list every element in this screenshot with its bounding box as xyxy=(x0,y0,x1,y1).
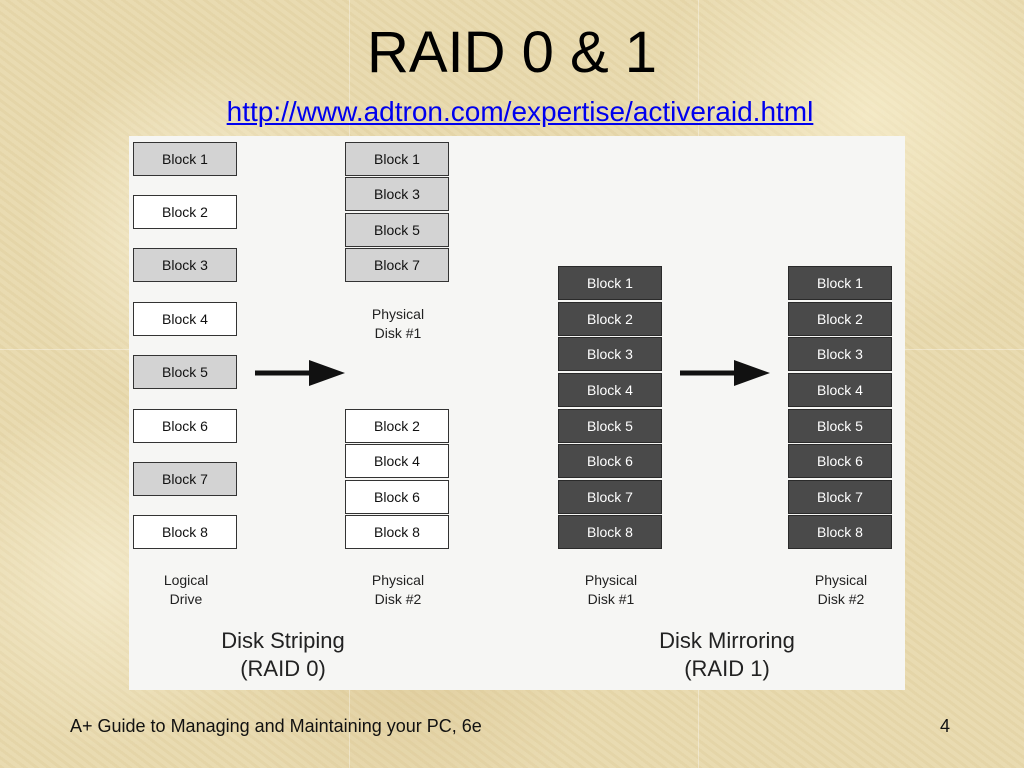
logical-block: Block 1 xyxy=(133,142,237,176)
logical-block: Block 7 xyxy=(133,462,237,496)
mirror-block: Block 5 xyxy=(558,409,662,443)
caption-line: Disk #1 xyxy=(587,591,635,607)
disk-block: Block 7 xyxy=(345,248,449,282)
logical-block: Block 4 xyxy=(133,302,237,336)
mirror-block: Block 4 xyxy=(558,373,662,407)
disk-caption: Physical Disk #2 xyxy=(338,571,458,609)
caption-line: Physical xyxy=(814,572,868,588)
raid1-label-line: (RAID 1) xyxy=(684,656,770,681)
logical-block: Block 6 xyxy=(133,409,237,443)
mirror-block: Block 8 xyxy=(788,515,892,549)
caption-line: Drive xyxy=(169,591,203,607)
disk-block: Block 8 xyxy=(345,515,449,549)
caption-line: Logical xyxy=(163,572,209,588)
disk-block: Block 2 xyxy=(345,409,449,443)
mirror-block: Block 7 xyxy=(558,480,662,514)
caption-line: Disk #1 xyxy=(374,325,422,341)
caption-line: Disk #2 xyxy=(817,591,865,607)
logical-block: Block 5 xyxy=(133,355,237,389)
raid0-label-line: (RAID 0) xyxy=(240,656,326,681)
mirror-block: Block 5 xyxy=(788,409,892,443)
mirroring-arrow-icon xyxy=(680,360,770,386)
caption-line: Physical xyxy=(584,572,638,588)
mirror-block: Block 4 xyxy=(788,373,892,407)
disk-block: Block 3 xyxy=(345,177,449,211)
mirror-block: Block 1 xyxy=(558,266,662,300)
mirror-block: Block 3 xyxy=(558,337,662,371)
caption-line: Physical xyxy=(371,572,425,588)
raid1-label: Disk Mirroring (RAID 1) xyxy=(617,627,837,683)
logical-block: Block 3 xyxy=(133,248,237,282)
disk-block: Block 6 xyxy=(345,480,449,514)
logical-drive-caption: Logical Drive xyxy=(126,571,246,609)
logical-block: Block 2 xyxy=(133,195,237,229)
mirror-block: Block 2 xyxy=(788,302,892,336)
raid0-label-line: Disk Striping xyxy=(221,628,345,653)
disk-caption: Physical Disk #1 xyxy=(338,305,458,343)
mirror-block: Block 8 xyxy=(558,515,662,549)
logical-block: Block 8 xyxy=(133,515,237,549)
page-number: 4 xyxy=(940,716,951,736)
slide-title: RAID 0 & 1 xyxy=(366,20,658,85)
caption-line: Disk #2 xyxy=(374,591,422,607)
source-link[interactable]: http://www.adtron.com/expertise/activera… xyxy=(226,96,814,127)
striping-arrow-icon xyxy=(255,360,345,386)
disk-caption: Physical Disk #1 xyxy=(551,571,671,609)
disk-block: Block 1 xyxy=(345,142,449,176)
mirror-block: Block 7 xyxy=(788,480,892,514)
raid0-label: Disk Striping (RAID 0) xyxy=(173,627,393,683)
raid1-label-line: Disk Mirroring xyxy=(659,628,795,653)
disk-caption: Physical Disk #2 xyxy=(781,571,901,609)
mirror-block: Block 3 xyxy=(788,337,892,371)
mirror-block: Block 6 xyxy=(788,444,892,478)
mirror-block: Block 1 xyxy=(788,266,892,300)
caption-line: Physical xyxy=(371,306,425,322)
mirror-block: Block 6 xyxy=(558,444,662,478)
disk-block: Block 5 xyxy=(345,213,449,247)
disk-block: Block 4 xyxy=(345,444,449,478)
footer-text: A+ Guide to Managing and Maintaining you… xyxy=(70,716,482,736)
mirror-block: Block 2 xyxy=(558,302,662,336)
raid-diagram: Block 1 Block 2 Block 3 Block 4 Block 5 … xyxy=(129,136,905,690)
